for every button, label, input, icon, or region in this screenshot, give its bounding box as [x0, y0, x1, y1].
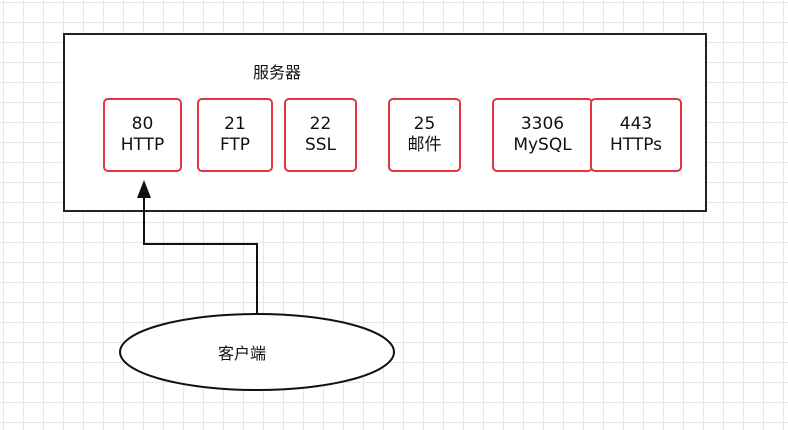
- port-number: 25: [413, 114, 436, 134]
- client-ellipse: [119, 313, 395, 391]
- server-title: 服务器: [253, 63, 302, 82]
- arrow-head-icon: [137, 180, 151, 198]
- port-name: FTP: [219, 135, 251, 155]
- port-box-http: 80 HTTP: [103, 98, 182, 172]
- port-number: 80: [131, 114, 154, 134]
- connection-line: [143, 196, 258, 318]
- port-number: 22: [309, 114, 332, 134]
- port-box-ftp: 21 FTP: [197, 98, 273, 172]
- port-number: 21: [224, 114, 246, 134]
- client-label: 客户端: [218, 344, 267, 363]
- port-name: 邮件: [407, 135, 442, 155]
- port-box-ssl: 22 SSL: [284, 98, 357, 172]
- port-box-mail: 25 邮件: [388, 98, 461, 172]
- port-name: HTTP: [120, 135, 165, 155]
- port-number: 3306: [520, 114, 565, 134]
- port-name: MySQL: [513, 135, 572, 155]
- port-box-https: 443 HTTPs: [590, 98, 682, 172]
- port-number: 443: [619, 114, 653, 134]
- port-name: HTTPs: [609, 135, 663, 155]
- port-box-mysql: 3306 MySQL: [492, 98, 593, 172]
- port-name: SSL: [304, 135, 337, 155]
